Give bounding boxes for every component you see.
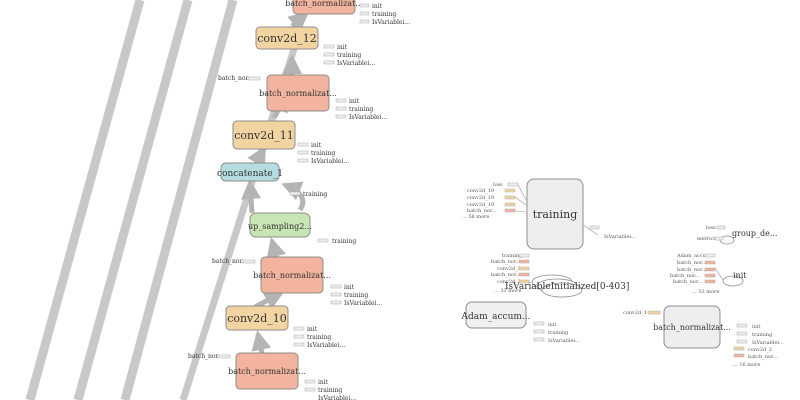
isvar-input-3: batch_nor... xyxy=(491,272,521,278)
init-input-0: Adam_accu... xyxy=(676,253,711,259)
adam-accum-group: Adam_accum... init training IsVariablei.… xyxy=(460,301,580,344)
conv2d-11-label: conv2d_11 xyxy=(234,129,294,142)
group-deps-input-1: metrics xyxy=(697,236,716,242)
top-training-label: training xyxy=(372,11,396,18)
init-input-3: batch_nor... xyxy=(670,273,700,279)
init-group: init Adam_accu... batch_nor... batch_nor… xyxy=(670,253,747,295)
bn3-batchnor-input-label: batch_nor... xyxy=(212,258,248,265)
c11-init-label: init xyxy=(311,142,322,149)
group-deps-node[interactable]: group_de... xyxy=(719,229,778,245)
training-input-3: conv2d_19 xyxy=(467,202,494,208)
group-deps-group: group_de... loss metrics xyxy=(697,225,778,245)
top-isvar-label: IsVariablei... xyxy=(372,19,410,26)
main-chain-edges xyxy=(241,11,310,354)
training-input-4: batch_nor... xyxy=(467,208,497,214)
concatenate-1-label: concatenate_1 xyxy=(217,169,283,179)
bn-right-output-1: training xyxy=(752,332,773,338)
mid-training-label: training xyxy=(349,106,373,113)
training-output-label: IsVariablei... xyxy=(604,234,636,240)
bn-right-output-2: IsVariablei... xyxy=(752,340,784,346)
bn-right-input-label: conv2d_1 xyxy=(623,310,647,316)
training-input-0: loss xyxy=(493,182,503,188)
adam-output-2: IsVariablei... xyxy=(548,338,580,344)
group-deps-label: group_de... xyxy=(732,229,778,238)
isvar-input-1: batch_nor... xyxy=(491,259,521,265)
bn-right-label: batch_normalizat... xyxy=(653,323,731,332)
isvar-input-2: conv2d_2 xyxy=(497,266,521,272)
c10-isvar-label: IsVariablei... xyxy=(307,342,345,349)
training-input-2: conv2d_19 xyxy=(467,195,494,201)
c10-init-label: init xyxy=(307,326,318,333)
adam-accum-node[interactable]: Adam_accum... xyxy=(460,301,531,329)
batch-norm-bottom-label: batch_normalizat... xyxy=(228,367,306,376)
adam-output-1: training xyxy=(548,330,569,336)
upsampling-training-label: training xyxy=(332,238,356,245)
conv2d-10-node[interactable]: conv2d_10 xyxy=(225,305,289,331)
is-var-initialized-group: IsVariableInitialized[0-403] training ba… xyxy=(491,253,629,298)
bn3-init-label: init xyxy=(344,284,355,291)
conv2d-12-node[interactable]: conv2d_12 xyxy=(255,26,319,50)
adam-output-0: init xyxy=(548,322,556,328)
init-input-1: batch_nor... xyxy=(677,260,707,266)
bn3-isvar-label: IsVariablei... xyxy=(344,300,382,307)
is-var-initialized-node[interactable]: IsVariableInitialized[0-403] xyxy=(505,274,629,298)
c10-training-label: training xyxy=(307,334,331,341)
bn-right-output-5: ... 16 more xyxy=(733,362,760,368)
bottom-init-label: init xyxy=(318,379,329,386)
init-input-2: batch_nor... xyxy=(677,267,707,273)
init-node-label: init xyxy=(733,271,747,280)
up-sampling-label: up_sampling2... xyxy=(248,222,312,231)
bn-right-node[interactable]: batch_normalizat... xyxy=(653,305,731,349)
bottom-isvar-label: IsVariablei... xyxy=(318,395,356,400)
mid-init-label: init xyxy=(349,98,360,105)
bottom-batchnor-input-label: batch_nor... xyxy=(188,353,224,360)
concat-training-label: training xyxy=(303,191,327,198)
training-node[interactable]: training xyxy=(526,178,584,250)
side-labels: init training IsVariablei... init traini… xyxy=(188,3,410,400)
batch-norm-mid-node[interactable]: batch_normalizat... xyxy=(259,74,337,112)
c11-isvar-label: IsVariablei... xyxy=(311,158,349,165)
batch-norm-3-label: batch_normalizat... xyxy=(253,271,331,280)
batch-norm-top-node[interactable]: batch_normalizat... xyxy=(285,0,363,15)
c12-training-label: training xyxy=(337,52,361,59)
batch-norm-mid-label: batch_normalizat... xyxy=(259,89,337,98)
concatenate-1-node[interactable]: concatenate_1 xyxy=(217,162,283,182)
batch-norm-3-node[interactable]: batch_normalizat... xyxy=(253,256,331,294)
batch-norm-top-label: batch_normalizat... xyxy=(285,0,363,8)
isvar-input-4: conv2d_3 xyxy=(497,279,521,285)
c12-init-label: init xyxy=(337,44,348,51)
training-input-5: ... 56 more xyxy=(462,214,489,220)
group-deps-input-0: loss xyxy=(706,225,716,231)
mid-batchnor-input-label: batch_nor... xyxy=(218,75,254,82)
c12-isvar-label: IsVariablei... xyxy=(337,60,375,67)
init-node[interactable]: init xyxy=(722,271,747,287)
bottom-training-label: training xyxy=(318,387,342,394)
isvar-input-5: ... 33 more xyxy=(494,288,521,294)
c11-training-label: training xyxy=(311,150,335,157)
bn3-training-label: training xyxy=(344,292,368,299)
bn-right-output-0: init xyxy=(752,324,760,330)
training-node-group: training loss conv2d_19 conv2d_19 conv2d… xyxy=(462,178,636,250)
bn-right-output-3: conv2d_2 xyxy=(748,347,772,353)
up-sampling-node[interactable]: up_sampling2... xyxy=(248,212,312,238)
conv2d-11-node[interactable]: conv2d_11 xyxy=(232,120,296,150)
init-input-5: ... 33 more xyxy=(692,289,719,295)
batch-norm-bottom-node[interactable]: batch_normalizat... xyxy=(228,352,306,390)
training-input-1: conv2d_19 xyxy=(467,188,494,194)
bn-right-output-4: batch_nor... xyxy=(748,354,778,360)
mid-isvar-label: IsVariablei... xyxy=(349,114,387,121)
init-input-4: batch_nor... xyxy=(673,279,703,285)
isvar-input-0: training xyxy=(502,253,523,259)
adam-accum-label: Adam_accum... xyxy=(460,312,530,322)
training-node-label: training xyxy=(533,208,577,221)
conv2d-10-label: conv2d_10 xyxy=(227,312,287,325)
is-var-initialized-label: IsVariableInitialized[0-403] xyxy=(505,282,629,292)
conv2d-12-label: conv2d_12 xyxy=(257,32,317,45)
bn-right-group: batch_normalizat... conv2d_1 init traini… xyxy=(623,305,784,368)
top-init-label: init xyxy=(372,3,383,10)
